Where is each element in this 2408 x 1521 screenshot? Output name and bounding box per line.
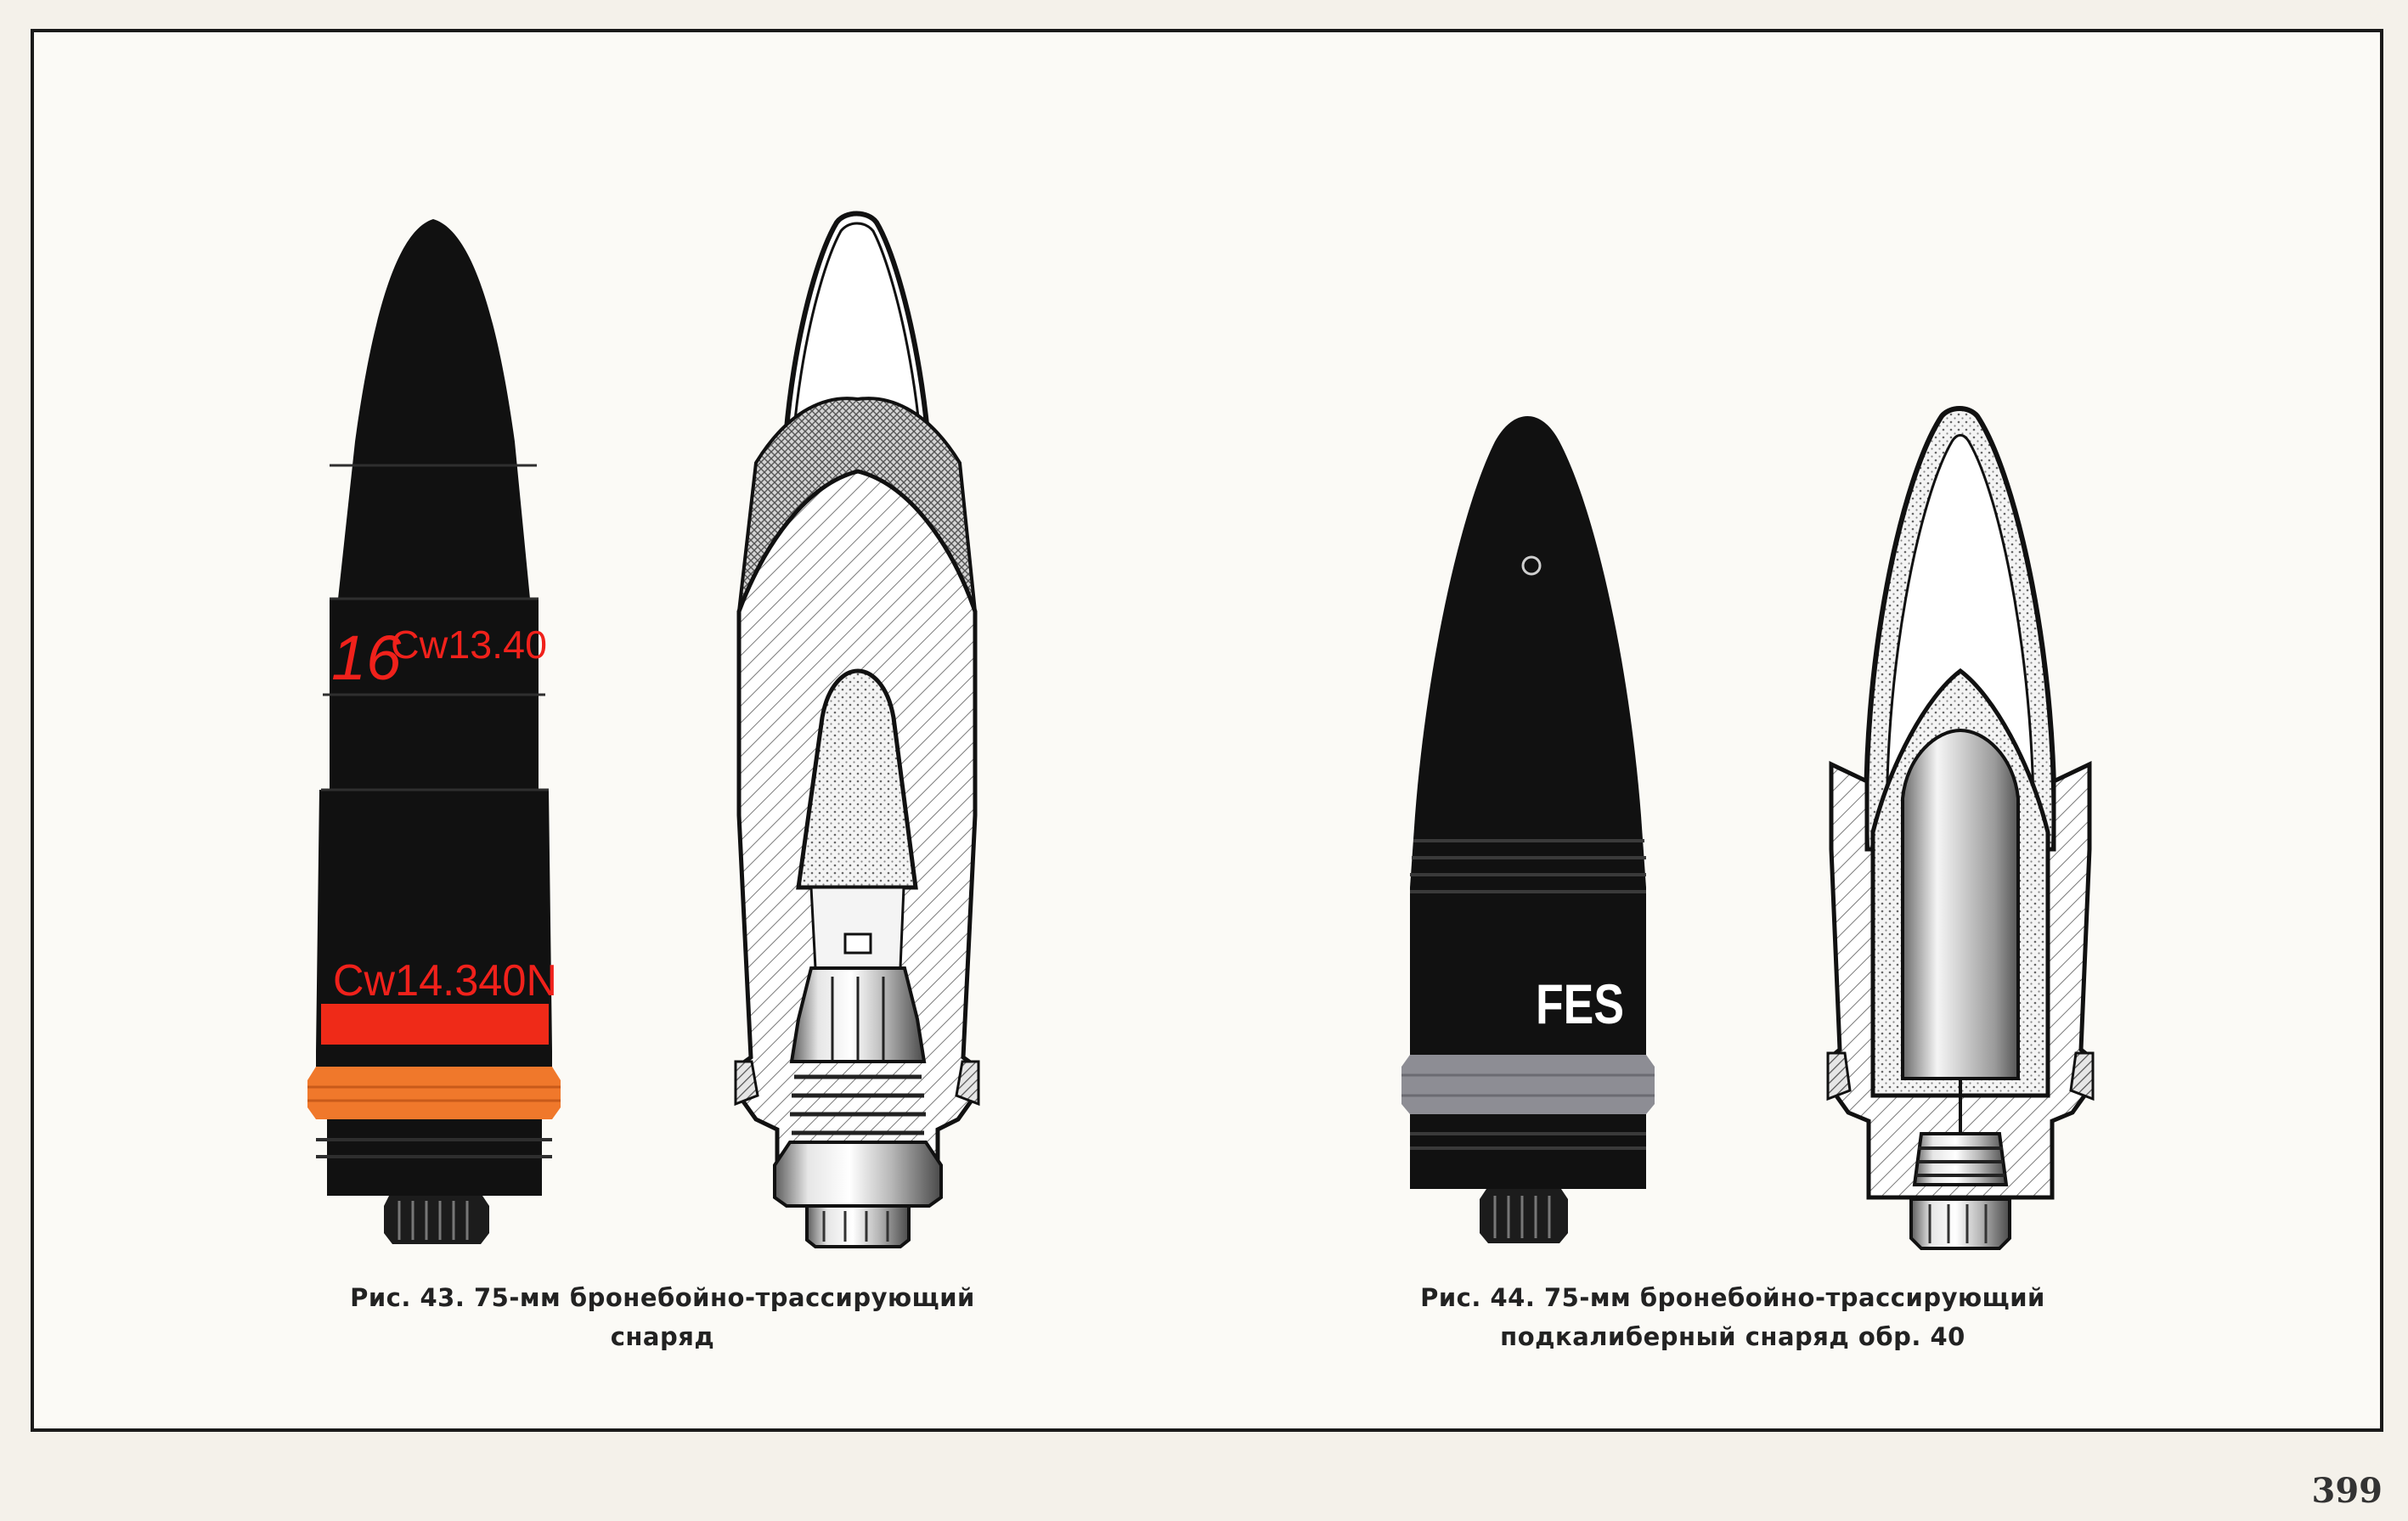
fig43-driving-band	[307, 1067, 561, 1119]
fig43-marking-code-bottom: Cw14.340N	[333, 956, 557, 1006]
fig44-caption-line1: Рис. 44. 75-мм бронебойно-трассирующий	[1420, 1283, 2045, 1312]
fig43-red-band	[321, 1004, 549, 1045]
page-number: 399	[2311, 1471, 2383, 1511]
fig44-marking-code: FES	[1536, 972, 1624, 1035]
fig44-marker-dot	[1521, 555, 1542, 576]
fig43-sectional-view	[734, 211, 980, 1248]
fig43-marking-number: 16	[331, 622, 402, 693]
fig43-caption-line1: Рис. 43. 75-мм бронебойно-трассирующий	[350, 1283, 975, 1312]
fig43-caption: Рис. 43. 75-мм бронебойно-трассирующий с…	[255, 1278, 1070, 1356]
fig44-driving-band	[1401, 1055, 1655, 1114]
fig43-marking-code-top: Cw13.40	[391, 622, 547, 667]
fig44-sectional-view	[1826, 406, 2095, 1250]
fig43-exterior-shell: 16 Cw13.40 Cw14.340N	[307, 219, 561, 1244]
fig44-exterior-shell: FES	[1401, 416, 1655, 1243]
fig43-caption-line2: снаряд	[610, 1322, 715, 1351]
fig44-caption: Рис. 44. 75-мм бронебойно-трассирующий п…	[1325, 1278, 2140, 1356]
fig44-caption-line2: подкалиберный снаряд обр. 40	[1500, 1322, 1965, 1351]
